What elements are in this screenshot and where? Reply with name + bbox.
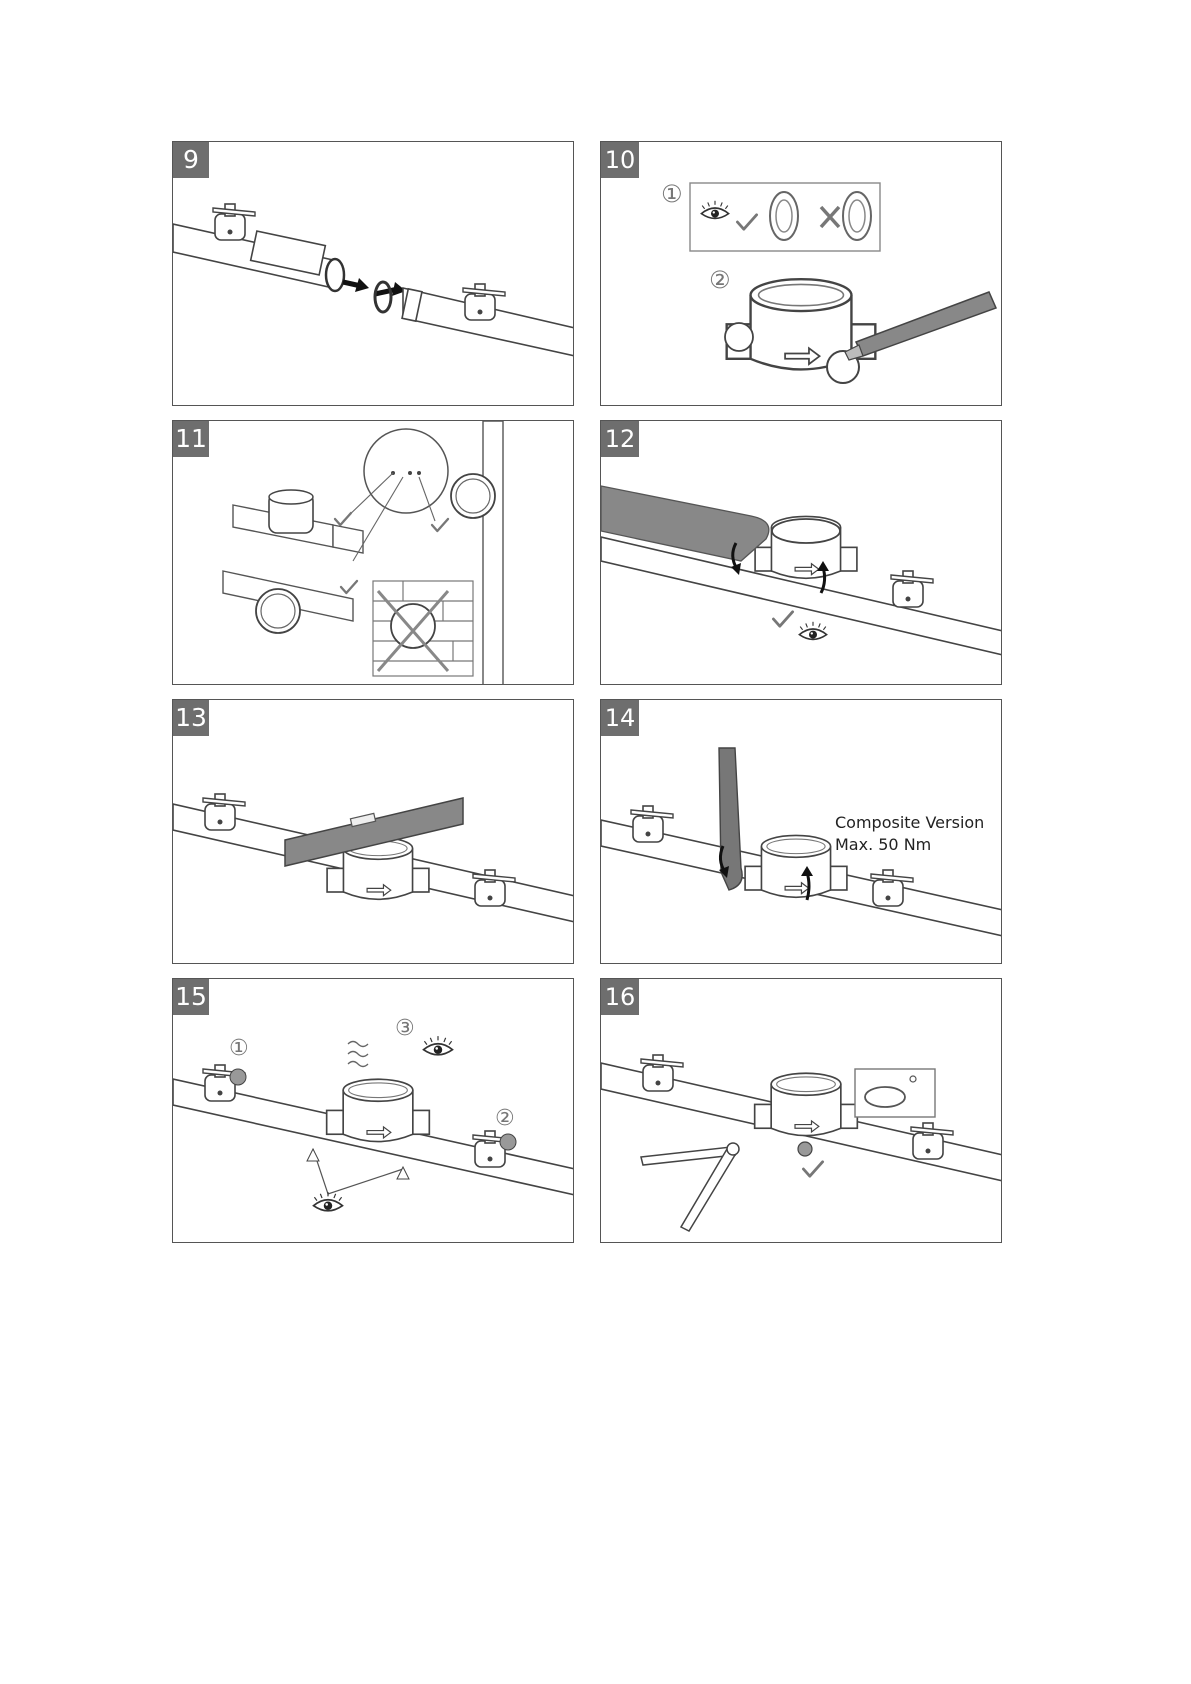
step-14-panel: 14 Composite Version Max. 50 Nm (600, 699, 1002, 964)
marker-2: ② (709, 266, 731, 294)
step-9-illustration (173, 142, 574, 406)
step-12-illustration (601, 421, 1002, 685)
torque-note-line2: Max. 50 Nm (835, 834, 984, 856)
step-10-illustration: ① ② (601, 142, 1002, 406)
step-11-illustration (173, 421, 574, 685)
step-15-panel: 15 ① ③ ② (172, 978, 574, 1243)
step-9-panel: 9 (172, 141, 574, 406)
step-11-panel: 11 (172, 420, 574, 685)
step-13-panel: 13 (172, 699, 574, 964)
step-16-panel: 16 (600, 978, 1002, 1243)
torque-note-line1: Composite Version (835, 812, 984, 834)
step-13-illustration (173, 700, 574, 964)
step-10-panel: 10 ① ② (600, 141, 1002, 406)
marker-1: ① (229, 1036, 249, 1061)
marker-1: ① (661, 180, 683, 208)
step-12-panel: 12 (600, 420, 1002, 685)
marker-2: ② (495, 1106, 515, 1131)
step-16-illustration (601, 979, 1002, 1243)
torque-note: Composite Version Max. 50 Nm (835, 812, 984, 856)
step-15-illustration: ① ③ ② (173, 979, 574, 1243)
marker-3: ③ (395, 1016, 415, 1041)
